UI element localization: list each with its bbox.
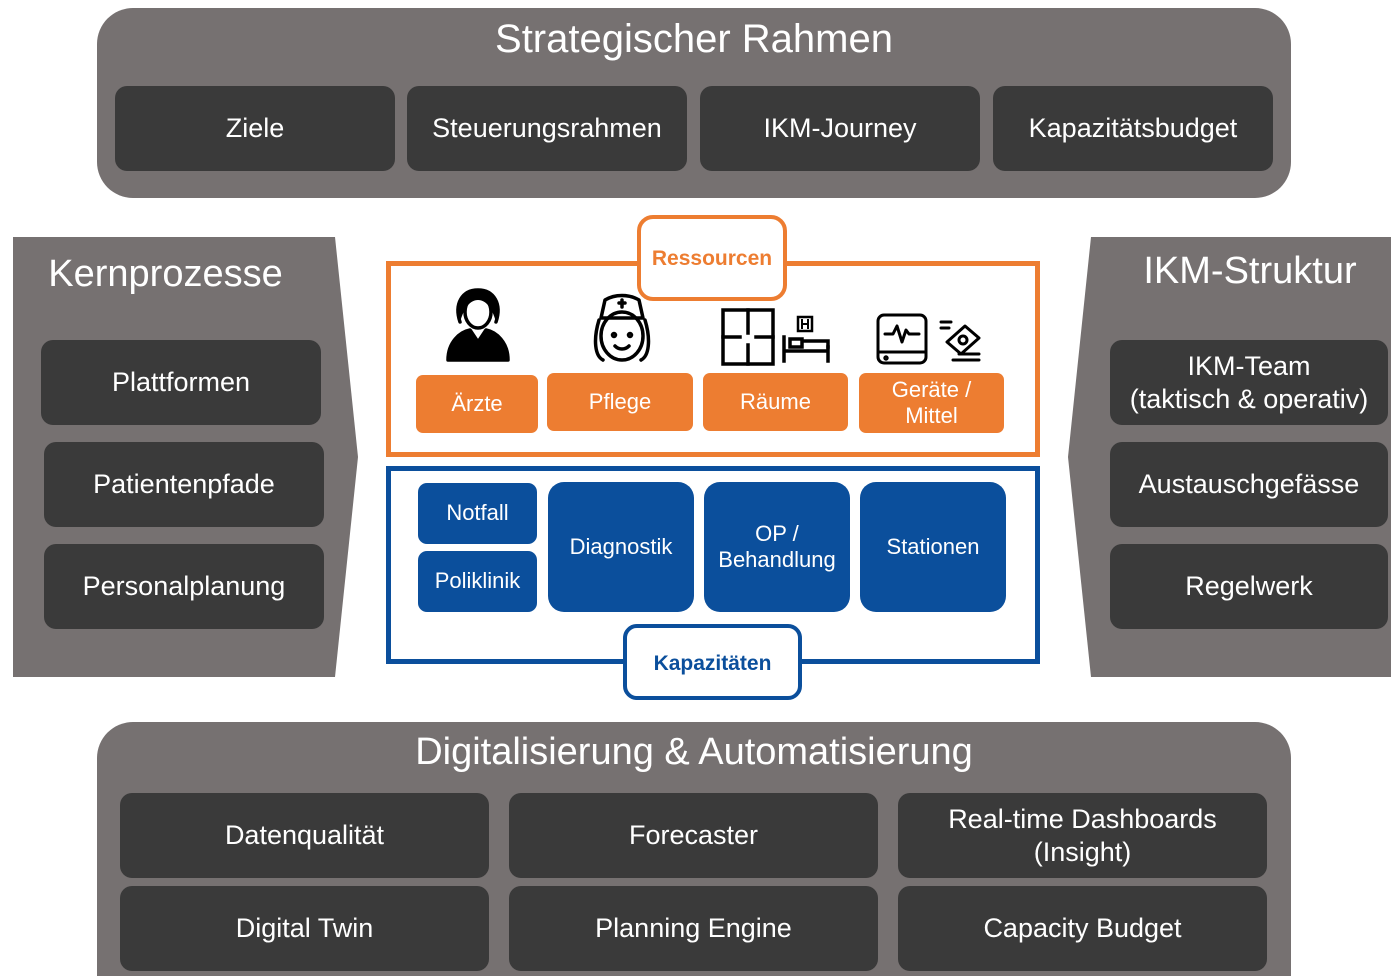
resource-geraete-mittel: Geräte / Mittel xyxy=(859,373,1004,433)
resources-label-text: Ressourcen xyxy=(651,247,773,270)
devices-icon xyxy=(876,313,981,365)
resource-aerzte: Ärzte xyxy=(416,375,538,433)
ikm-structure-regelwerk: Regelwerk xyxy=(1110,544,1388,629)
capacities-label-text: Kapazitäten xyxy=(653,652,772,675)
digital-item-capacity-budget: Capacity Budget xyxy=(898,886,1267,971)
core-process-patientenpfade: Patientenpfade xyxy=(44,442,324,527)
resource-raeume: Räume xyxy=(703,373,848,431)
ikm-structure-title: IKM-Struktur xyxy=(1143,250,1357,292)
capacity-op-behandlung: OP / Behandlung xyxy=(704,482,850,612)
digital-item-planning-engine: Planning Engine xyxy=(509,886,878,971)
nurse-icon xyxy=(593,293,651,362)
strategic-frame-title: Strategischer Rahmen xyxy=(495,17,893,61)
ikm-structure-austauschgefaesse: Austauschgefässe xyxy=(1110,442,1388,527)
digital-item-digital-twin: Digital Twin xyxy=(120,886,489,971)
doctor-icon xyxy=(446,288,510,362)
capacity-poliklinik: Poliklinik xyxy=(418,551,537,612)
resource-pflege: Pflege xyxy=(547,373,693,431)
core-processes-title: Kernprozesse xyxy=(48,253,283,295)
capacity-notfall: Notfall xyxy=(418,483,537,544)
digital-item-forecaster: Forecaster xyxy=(509,793,878,878)
capacity-stationen: Stationen xyxy=(860,482,1006,612)
strategic-item-ziele: Ziele xyxy=(115,86,395,171)
strategic-item-ikm-journey: IKM-Journey xyxy=(700,86,980,171)
core-process-plattformen: Plattformen xyxy=(41,340,321,425)
strategic-item-steuerungsrahmen: Steuerungsrahmen xyxy=(407,86,687,171)
ikm-structure-team: IKM-Team (taktisch & operativ) xyxy=(1110,340,1388,425)
digital-item-datenqualitaet: Datenqualität xyxy=(120,793,489,878)
digital-title: Digitalisierung & Automatisierung xyxy=(415,731,973,773)
capacities-label: Kapazitäten xyxy=(623,624,802,700)
rooms-icon xyxy=(721,308,830,366)
digital-item-realtime-dashboards: Real-time Dashboards (Insight) xyxy=(898,793,1267,878)
capacity-diagnostik: Diagnostik xyxy=(548,482,694,612)
resources-label: Ressourcen xyxy=(637,215,787,301)
core-process-personalplanung: Personalplanung xyxy=(44,544,324,629)
strategic-item-kapazitaetsbudget: Kapazitätsbudget xyxy=(993,86,1273,171)
